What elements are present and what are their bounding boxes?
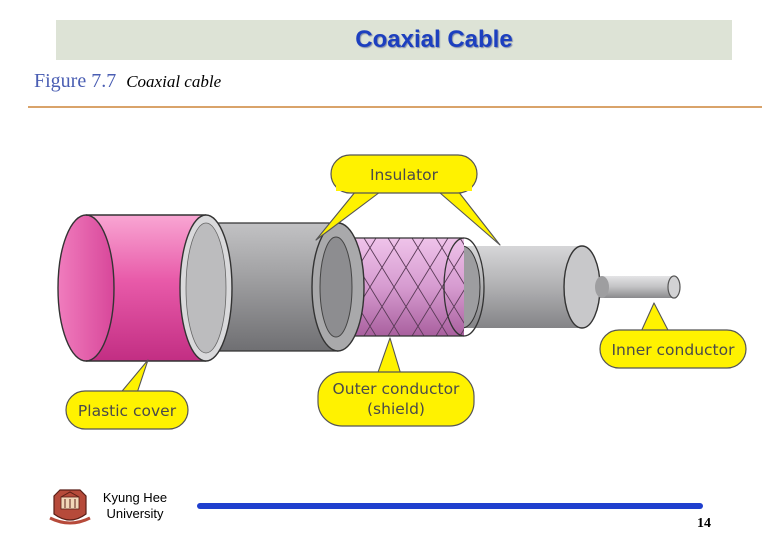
figure-title: Coaxial cable bbox=[126, 72, 222, 91]
university-crest-icon bbox=[49, 489, 91, 525]
plastic-cover-callout: Plastic cover bbox=[65, 359, 189, 430]
title-bar: Coaxial Cable bbox=[56, 20, 732, 60]
insulator-callout: Insulator bbox=[315, 154, 501, 246]
insulator-label: Insulator bbox=[370, 166, 439, 184]
university-name: Kyung Hee University bbox=[94, 490, 176, 522]
inner-conductor-callout: Inner conductor bbox=[599, 302, 747, 369]
figure-caption: Figure 7.7 Coaxial cable bbox=[34, 70, 221, 93]
outer-conductor-callout: Outer conductor (shield) bbox=[317, 337, 475, 427]
university-name-line1: Kyung Hee bbox=[102, 490, 168, 505]
page-number: 14 bbox=[697, 516, 711, 531]
university-name-line2: University bbox=[106, 506, 164, 521]
figure-number: Figure 7.7 bbox=[34, 70, 117, 92]
caption-divider bbox=[28, 106, 762, 108]
insulator-layer bbox=[443, 245, 609, 329]
outer-conductor-label-line1: Outer conductor bbox=[333, 380, 461, 398]
plastic-cover-label: Plastic cover bbox=[78, 402, 177, 420]
footer-divider bbox=[197, 503, 703, 509]
inner-conductor-label: Inner conductor bbox=[611, 341, 735, 359]
slide-title: Coaxial Cable bbox=[355, 26, 513, 53]
plastic-cover-layer bbox=[57, 214, 233, 362]
outer-conductor-label-line2: (shield) bbox=[367, 400, 425, 418]
